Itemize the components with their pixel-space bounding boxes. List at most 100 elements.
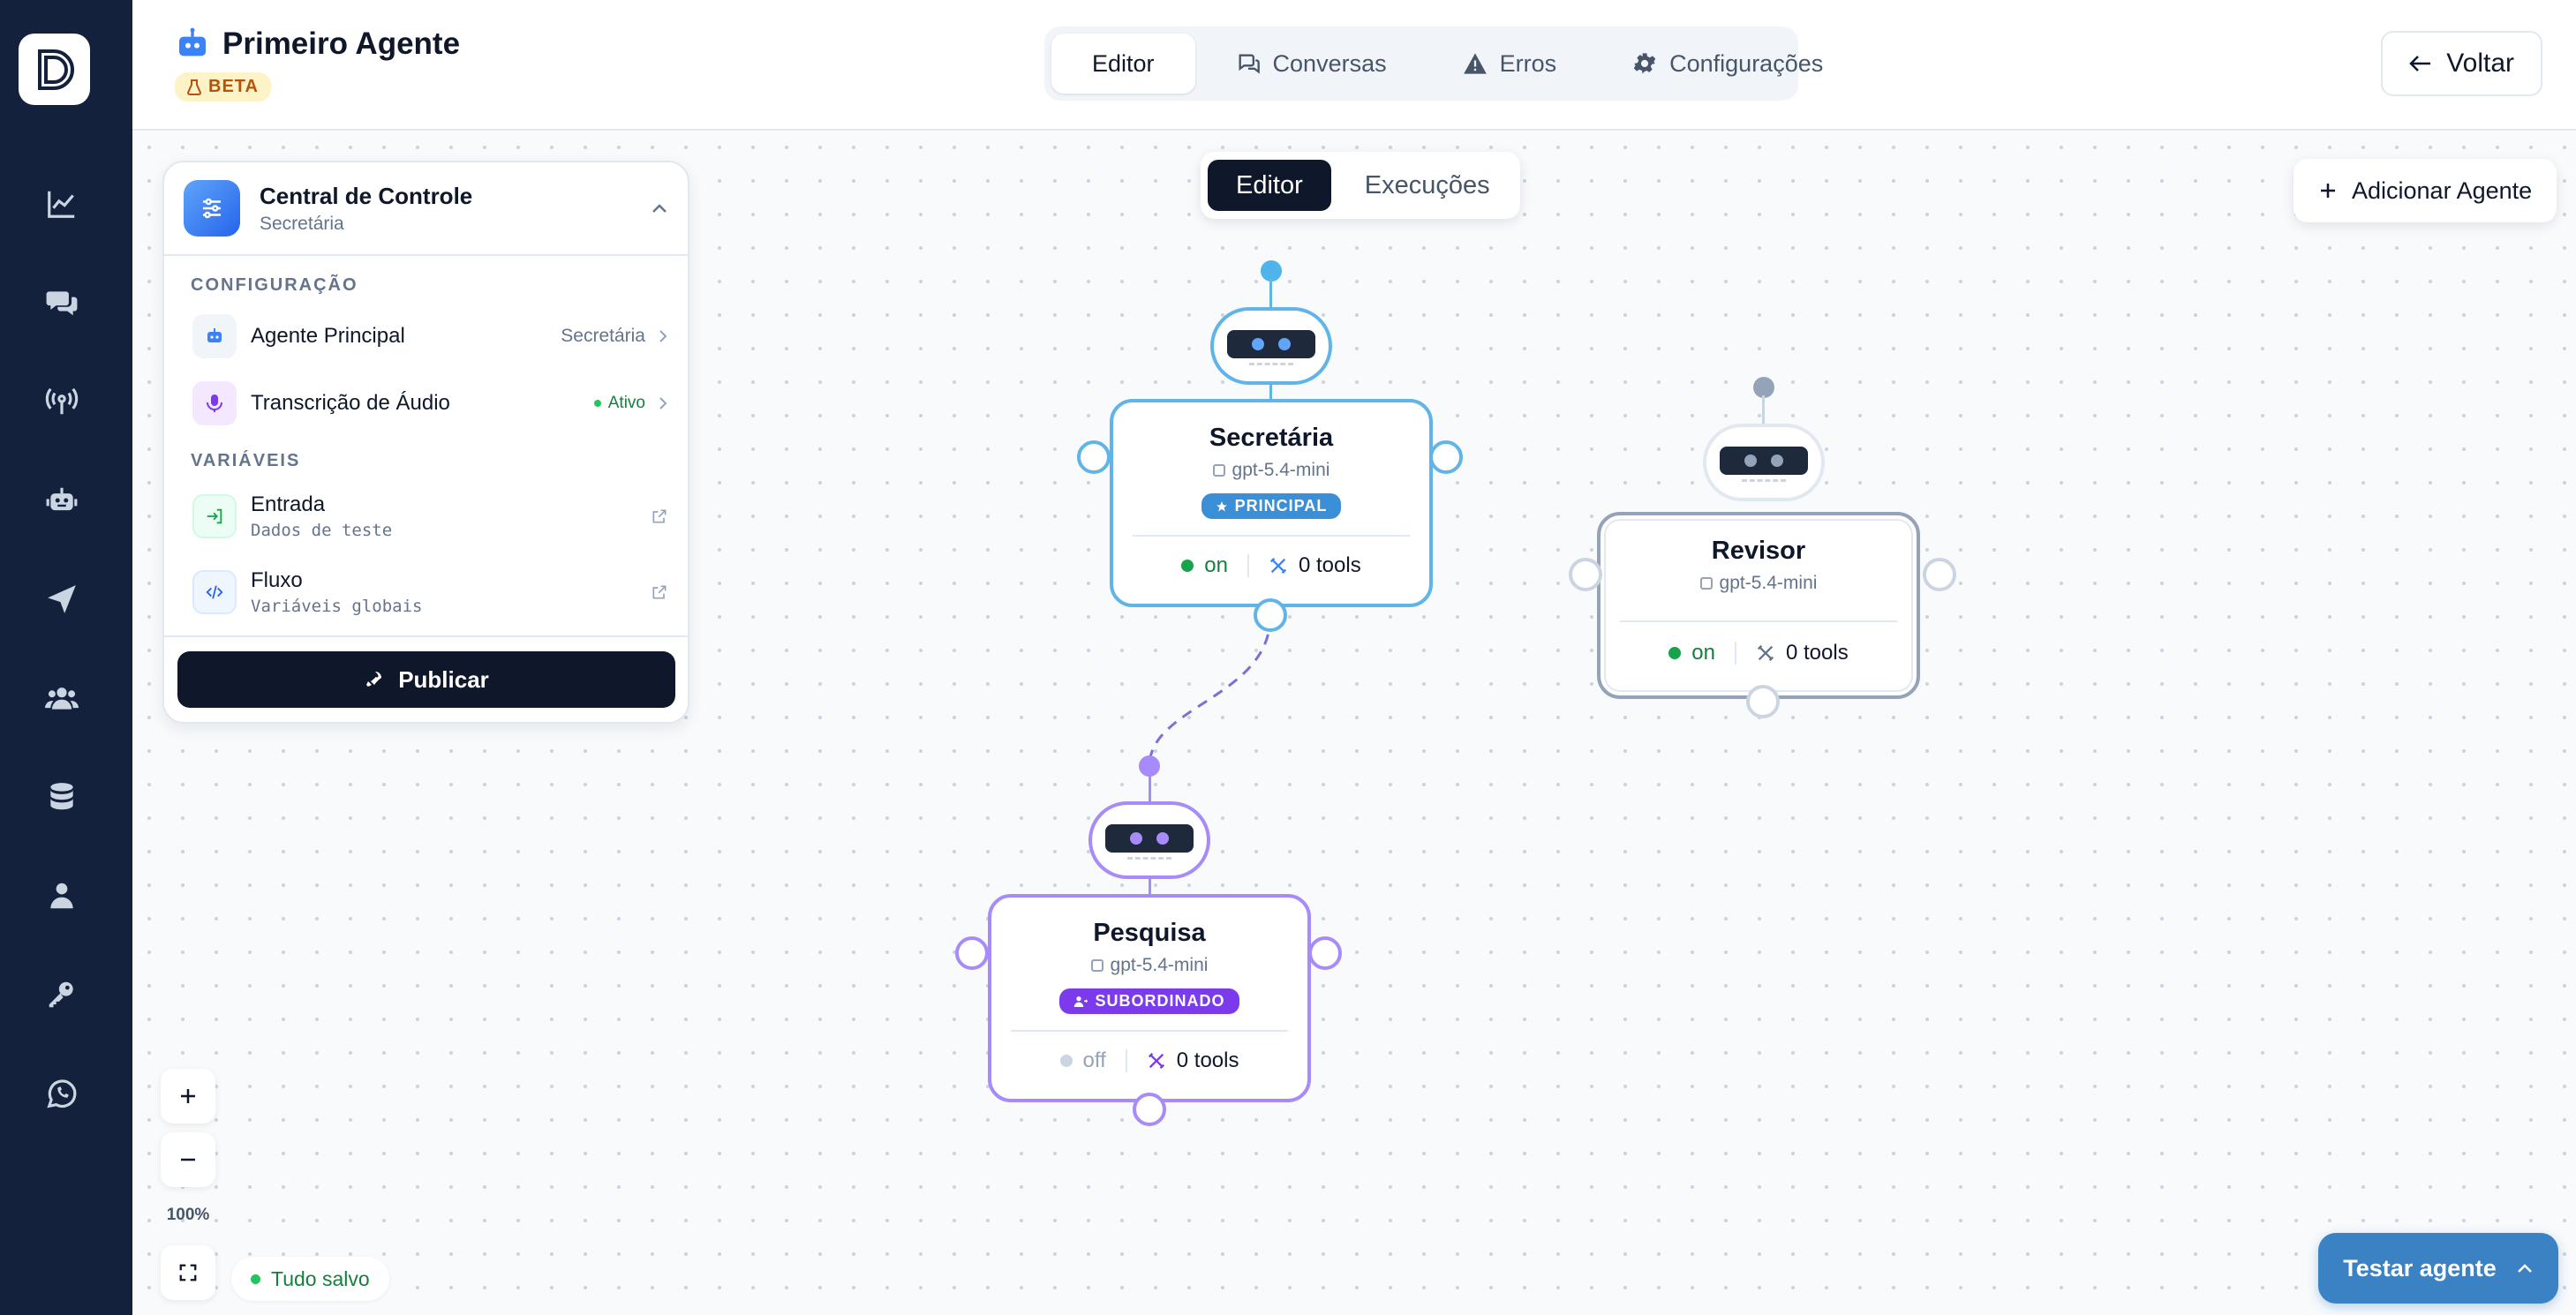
robot-avatar	[1703, 424, 1825, 501]
fit-view-button[interactable]	[161, 1245, 215, 1300]
tab-editor[interactable]: Editor	[1051, 34, 1195, 94]
zoom-in-button[interactable]	[161, 1069, 215, 1123]
agent-name: Pesquisa	[1093, 919, 1206, 947]
plus-icon	[181, 1089, 195, 1103]
beta-badge: BETA	[175, 72, 271, 101]
agent-model: gpt-5.4-mini	[991, 955, 1307, 976]
expand-icon	[179, 1264, 197, 1281]
chevron-up-icon	[2517, 1264, 2532, 1273]
main-agent-row[interactable]: Agente Principal Secretária	[164, 303, 688, 370]
node-input-pin[interactable]	[1139, 755, 1160, 777]
node-right-port[interactable]	[1923, 558, 1956, 591]
agent-card[interactable]: Revisor gpt-5.4-mini on 0 tools	[1597, 512, 1920, 699]
main-agent-label: Agente Principal	[251, 324, 405, 348]
subordinate-badge: SUBORDINADO	[1059, 988, 1239, 1014]
node-left-port[interactable]	[1569, 558, 1602, 591]
tab-label: Configurações	[1669, 49, 1824, 77]
node-left-port[interactable]	[955, 936, 989, 970]
agent-status: off	[1082, 1048, 1106, 1072]
agent-model: gpt-5.4-mini	[1601, 573, 1917, 594]
user-icon[interactable]	[40, 874, 84, 918]
agent-status: on	[1691, 641, 1715, 665]
node-output-port[interactable]	[1133, 1093, 1166, 1126]
publish-label: Publicar	[398, 665, 489, 693]
node-left-port[interactable]	[1077, 440, 1111, 474]
tab-configuracoes[interactable]: Configurações	[1597, 34, 1858, 94]
node-right-port[interactable]	[1308, 936, 1342, 970]
node-input-pin[interactable]	[1261, 260, 1282, 282]
node-output-port[interactable]	[1254, 598, 1287, 632]
tab-erros[interactable]: Erros	[1427, 34, 1593, 94]
user-arrow-icon	[1074, 996, 1088, 1007]
agent-card[interactable]: Secretária gpt-5.4-mini PRINCIPAL on 0 t…	[1110, 399, 1433, 607]
users-icon[interactable]	[40, 676, 84, 720]
robot-icon[interactable]	[40, 478, 84, 522]
back-button[interactable]: Voltar	[2381, 31, 2542, 96]
chart-icon[interactable]	[40, 182, 84, 226]
rocket-icon	[366, 672, 382, 687]
antenna-icon[interactable]	[40, 379, 84, 424]
variables-section-label: VARIÁVEIS	[191, 451, 301, 470]
chevron-right-icon	[659, 330, 667, 342]
login-icon	[192, 494, 237, 538]
microphone-icon	[192, 381, 237, 425]
edge-secretaria-pesquisa[interactable]	[1148, 615, 1272, 767]
variable-fluxo-row[interactable]: Fluxo Variáveis globais	[164, 554, 688, 630]
node-input-pin[interactable]	[1753, 377, 1774, 398]
chevron-up-icon[interactable]	[651, 197, 668, 220]
tools-icon	[1269, 557, 1287, 575]
tab-label: Editor	[1092, 49, 1155, 77]
tab-bar: Editor Conversas Erros Configurações	[1044, 26, 1823, 101]
mode-editor-button[interactable]: Editor	[1208, 160, 1331, 211]
principal-badge: PRINCIPAL	[1201, 493, 1342, 519]
database-icon[interactable]	[40, 775, 84, 819]
external-link-icon[interactable]	[651, 583, 668, 601]
agent-name: Revisor	[1711, 537, 1806, 565]
add-agent-label: Adicionar Agente	[2352, 177, 2533, 204]
agent-card[interactable]: Pesquisa gpt-5.4-mini SUBORDINADO off 0 …	[988, 894, 1311, 1102]
publish-button[interactable]: Publicar	[177, 651, 675, 708]
panel-header[interactable]: Central de Controle Secretária	[164, 162, 688, 256]
top-bar: Primeiro Agente BETA Editor Conversas Er…	[132, 0, 2576, 131]
zoom-level: 100%	[166, 1206, 210, 1224]
code-icon	[192, 570, 237, 614]
external-link-icon[interactable]	[651, 507, 668, 525]
zoom-out-button[interactable]	[161, 1132, 215, 1187]
key-icon[interactable]	[40, 973, 84, 1017]
main-agent-value: Secretária	[561, 326, 645, 346]
robot-avatar	[1210, 307, 1332, 385]
agent-name: Secretária	[1209, 424, 1334, 452]
send-icon[interactable]	[40, 577, 84, 621]
status-badge: Ativo	[594, 394, 645, 413]
panel-footer: Publicar	[164, 635, 688, 722]
chat-bubbles-icon[interactable]	[40, 281, 84, 325]
badge-label: SUBORDINADO	[1095, 992, 1225, 1010]
gear-icon	[1633, 53, 1656, 74]
add-agent-button[interactable]: Adicionar Agente	[2294, 159, 2557, 222]
flask-icon	[187, 79, 201, 95]
variable-label: Entrada	[251, 492, 326, 516]
logo[interactable]	[19, 34, 90, 105]
audio-transcription-row[interactable]: Transcrição de Áudio Ativo	[164, 370, 688, 437]
agent-tools-count: 0 tools	[1176, 1048, 1239, 1072]
arrow-left-icon	[2409, 56, 2431, 71]
mode-executions-button[interactable]: Execuções	[1364, 170, 1490, 199]
test-agent-button[interactable]: Testar agente	[2318, 1233, 2558, 1304]
variable-entrada-row[interactable]: Entrada Dados de teste	[164, 478, 688, 554]
variable-sublabel: Variáveis globais	[251, 597, 423, 616]
config-section-label: CONFIGURAÇÃO	[191, 275, 358, 295]
mode-toggle: Editor Execuções	[1201, 152, 1520, 219]
sidebar	[0, 0, 132, 1315]
test-agent-label: Testar agente	[2343, 1254, 2497, 1281]
tab-conversas[interactable]: Conversas	[1201, 34, 1422, 94]
audio-transcription-label: Transcrição de Áudio	[251, 391, 450, 415]
whatsapp-icon[interactable]	[40, 1071, 84, 1116]
node-output-port[interactable]	[1746, 685, 1780, 718]
badge-label: PRINCIPAL	[1234, 497, 1328, 515]
robot-icon	[192, 314, 237, 358]
agent-tools-count: 0 tools	[1298, 553, 1361, 577]
beta-label: BETA	[208, 77, 259, 96]
save-status: Tudo salvo	[231, 1257, 389, 1301]
variable-sublabel: Dados de teste	[251, 521, 393, 540]
node-right-port[interactable]	[1429, 440, 1463, 474]
